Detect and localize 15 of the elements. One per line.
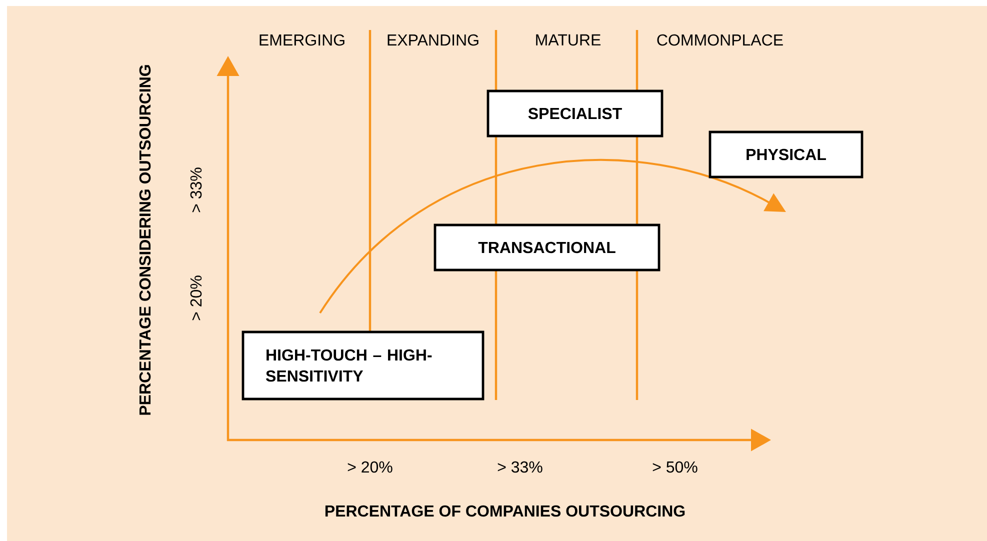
axis-title: PERCENTAGE OF COMPANIES OUTSOURCING (325, 505, 685, 517)
stage-label: EMERGING (260, 34, 344, 46)
axis-title: PERCENTAGE CONSIDERING OUTSOURCING (139, 65, 151, 415)
stage-label: COMMONPLACE (657, 34, 783, 46)
category-box: SPECIALIST (486, 90, 664, 138)
stage-label: EXPANDING (388, 34, 478, 46)
tick-label: > 20% (190, 276, 202, 320)
category-box: PHYSICAL (708, 130, 864, 178)
tick-label: > 50% (652, 461, 698, 473)
category-box: TRANSACTIONAL (434, 224, 660, 272)
tick-label: > 33% (498, 461, 542, 473)
stage-label: MATURE (536, 34, 600, 46)
category-box: HIGH-TOUCH – HIGH-SENSITIVITY (242, 330, 484, 400)
tick-label: > 33% (190, 168, 202, 212)
tick-label: > 20% (348, 461, 392, 473)
